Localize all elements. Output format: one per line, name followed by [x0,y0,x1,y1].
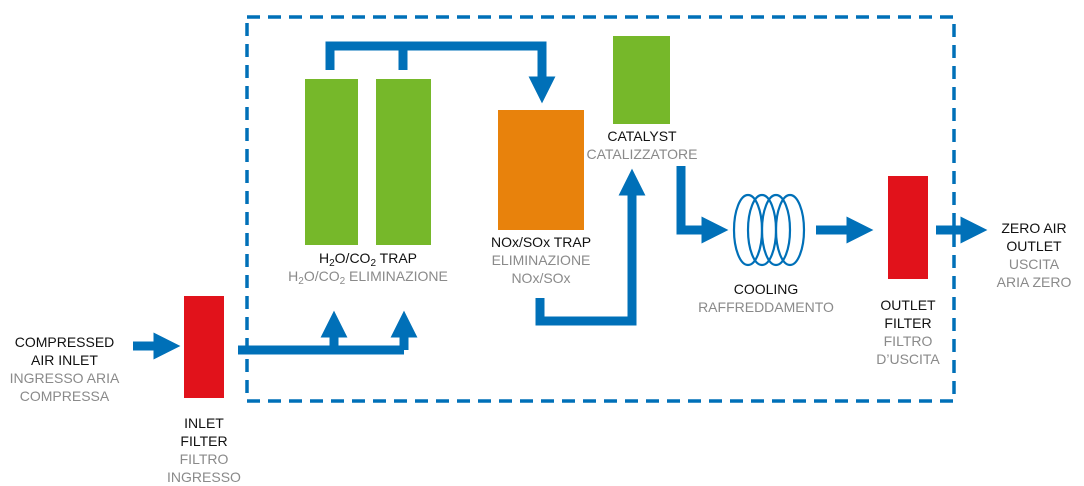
nox-sox-trap [498,110,584,230]
nox-sox-trap-label: NOx/SOx TRAP ELIMINAZIONE NOx/SOx [490,234,592,286]
inlet-filter [184,296,224,398]
cooling-label: COOLING RAFFREDDAMENTO [698,281,834,315]
catalyst-label: CATALYST CATALIZZATORE [586,128,698,162]
flow-line-to-cooling [676,166,729,244]
cooling-coil-icon [732,193,806,267]
h2o-co2-trap-label: H2O/CO2 TRAP H2O/CO2 ELIMINAZIONE [288,250,448,287]
h2o-co2-trap-column-2 [376,79,431,245]
h2o-co2-trap-column-1 [305,79,358,245]
catalyst [613,36,670,124]
flow-line-to-catalyst [535,168,646,326]
compressed-air-inlet-label: COMPRESSED AIR INLET INGRESSO ARIA COMPR… [9,334,120,404]
zero-air-outlet-label: ZERO AIR OUTLET USCITA ARIA ZERO [996,220,1072,290]
flow-line-trap-outlets [325,41,556,104]
outlet-filter-label: OUTLET FILTER FILTRO D’USCITA [876,297,940,367]
inlet-filter-label: INLET FILTER FILTRO INGRESSO [167,415,241,485]
outlet-filter [888,176,928,279]
